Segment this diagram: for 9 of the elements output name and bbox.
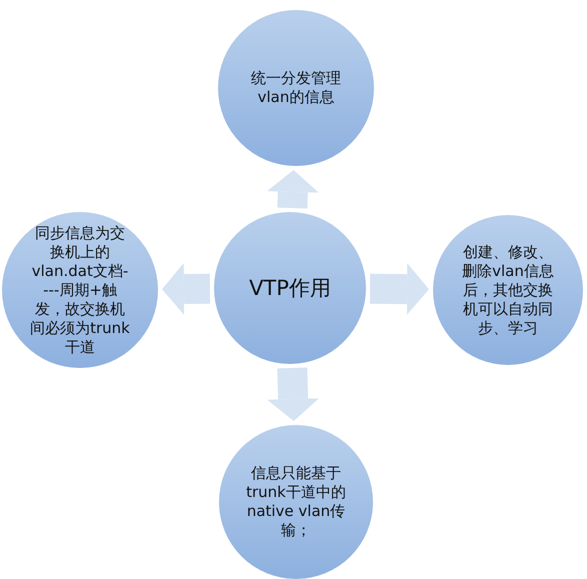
node-text: 信息只能基于trunk干道中的native vlan传输； (246, 464, 346, 540)
node-text: 同步信息为交换机上的vlan.dat文档----周期+触发，故交换机间必须为trunk干道 (30, 224, 130, 356)
title-text: VTP作用 (248, 278, 332, 298)
block-arrow (267, 368, 320, 422)
block-arrow (370, 263, 429, 316)
node-text: 创建、修改、删除vlan信息后，其他交换机可以自动同步、学习 (461, 242, 555, 338)
block-arrow (162, 263, 210, 315)
node-text: 统一分发管理vlan的信息 (250, 69, 342, 107)
block-arrow (266, 170, 319, 208)
